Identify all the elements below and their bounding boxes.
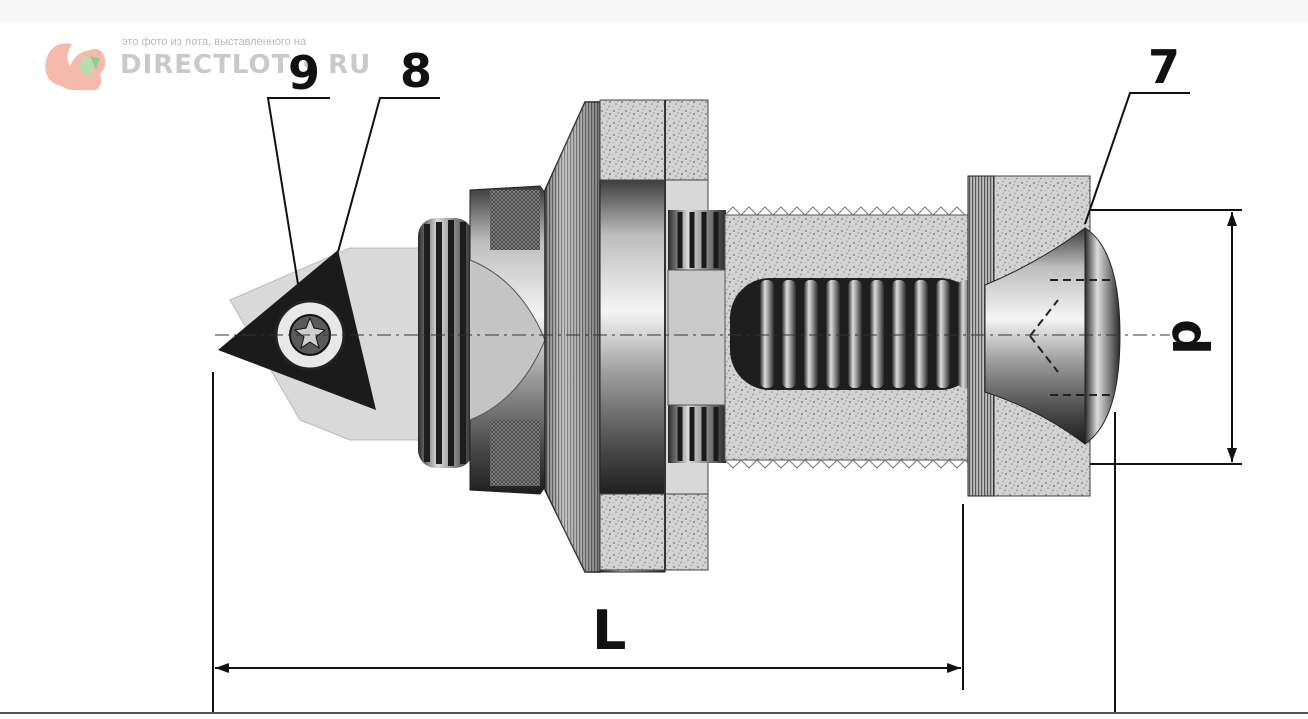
- length-label: L: [592, 599, 627, 662]
- torx-socket-icon: [293, 316, 327, 350]
- top-strip: [0, 0, 1308, 22]
- thread-sleeve: [667, 210, 727, 463]
- watermark-brand-name: DIRECTLOT: [120, 50, 291, 80]
- leader-7: [1084, 92, 1190, 225]
- hex-nut: [469, 185, 551, 495]
- watermark-brand-suffix: RU: [328, 50, 372, 80]
- leader-8: [337, 97, 440, 253]
- watermark-brand: DIRECTLOT • RU: [120, 50, 372, 80]
- callout-insert: 9: [288, 46, 321, 100]
- watermark: это фото из лота, выставленного на DIREC…: [42, 36, 370, 96]
- leader-9: [266, 97, 330, 285]
- watermark-caption: это фото из лота, выставленного на: [122, 36, 307, 48]
- callout-clamp: 8: [400, 44, 433, 98]
- collar-thread: [418, 218, 473, 468]
- adjusting-screw: [730, 278, 980, 390]
- squirrel-logo-icon: [45, 43, 106, 90]
- callout-cap: 7: [1148, 40, 1181, 94]
- diameter-label: d: [1160, 319, 1219, 355]
- cap-head: [984, 226, 1121, 446]
- bottom-rule: [0, 712, 1308, 714]
